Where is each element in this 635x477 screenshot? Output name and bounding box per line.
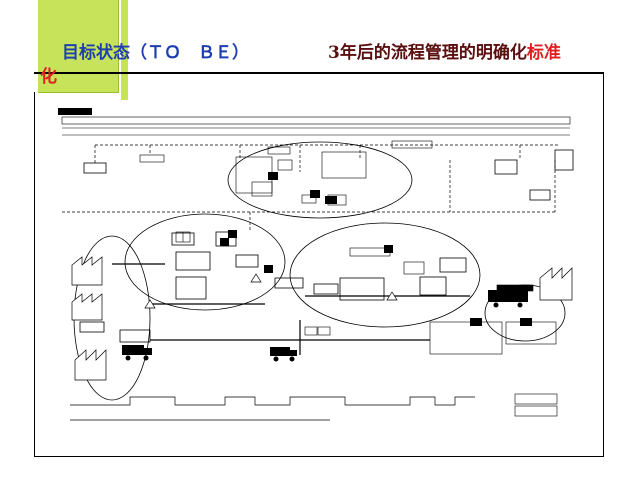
slide-frame-bottom <box>34 456 604 457</box>
title-goal-prefix: 3年后的流程管理的明确化 <box>328 43 527 63</box>
kaizen-loop-middle <box>124 213 286 311</box>
header-row-top <box>61 116 571 125</box>
kanban-icon <box>220 172 532 326</box>
title-goal-highlight: 标准 <box>526 43 561 63</box>
slide-title: 目标状态（ＴＯ ＢＥ） 3年后的流程管理的明确化标准 <box>62 38 622 66</box>
title-rule <box>34 72 604 74</box>
kaizen-loop-top <box>227 141 413 219</box>
corner-accent-bar <box>121 0 128 100</box>
slide-frame-left <box>34 92 35 457</box>
slide-frame-right <box>603 72 604 457</box>
lead-time-ladder <box>70 396 475 406</box>
map-heading-mark <box>58 108 92 115</box>
corner-accent-block <box>38 0 119 93</box>
kaizen-loop-center <box>289 222 481 328</box>
title-goal-tail: 化 <box>40 67 57 87</box>
truck-icon <box>122 290 528 362</box>
factory-icon <box>71 256 573 381</box>
inventory-triangle-icon <box>144 273 398 309</box>
title-goal: 3年后的流程管理的明确化标准 <box>328 38 561 63</box>
supermarket-icon <box>175 231 534 336</box>
title-state: 目标状态（ＴＯ ＢＥ） <box>62 43 249 63</box>
